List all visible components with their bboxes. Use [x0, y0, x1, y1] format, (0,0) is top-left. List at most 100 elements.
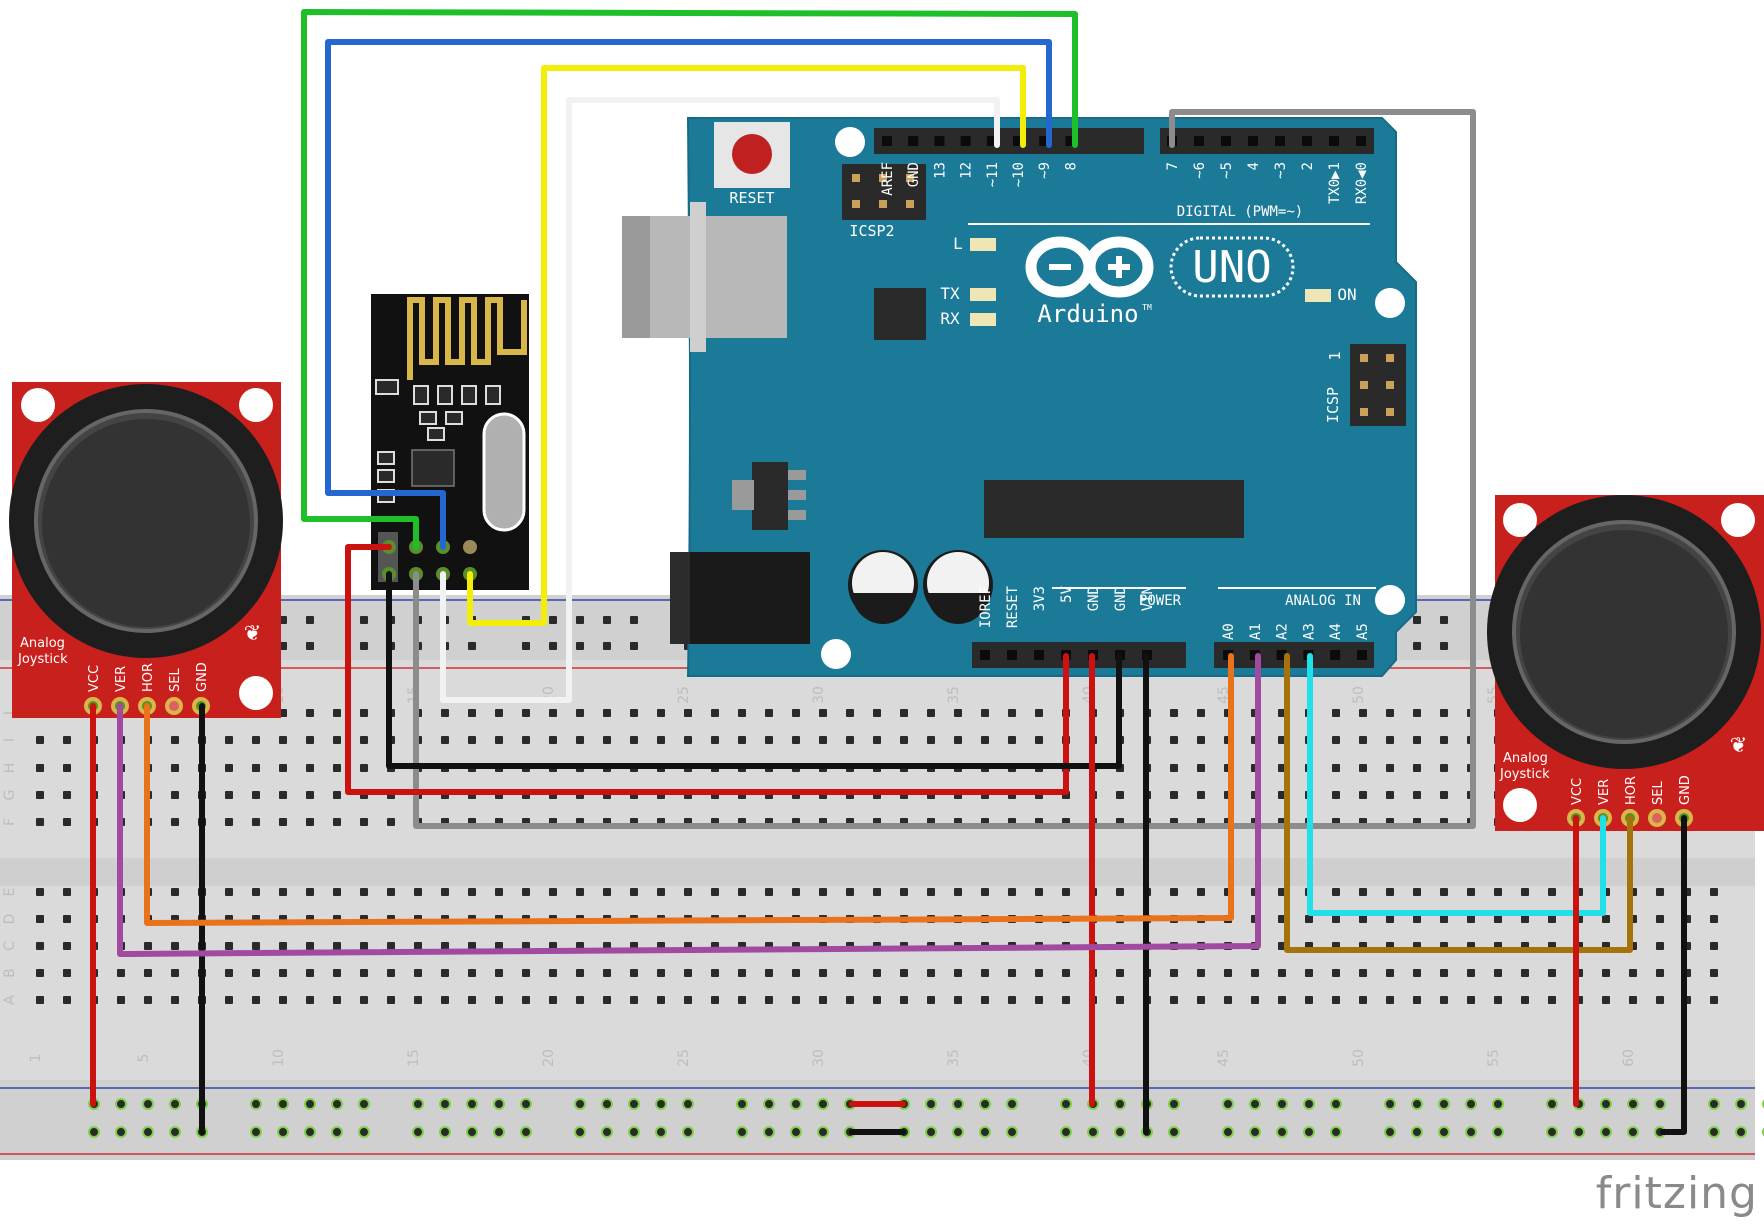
uno-badge [1169, 236, 1295, 298]
fritzing-credit: fritzing [1595, 1168, 1758, 1219]
digital-pin-label: TX0▶1 [1327, 162, 1343, 204]
digital-header-sockets [882, 136, 1366, 146]
row-letter: A [2, 995, 18, 1005]
wire-white [440, 97, 1000, 703]
sparkfun-flame-icon: ❦ [244, 617, 260, 647]
analog-pin-label: A2 [1275, 623, 1291, 640]
wire-black [386, 571, 1122, 769]
row-letter: J [2, 711, 18, 716]
digital-pin-label: 8 [1063, 162, 1079, 170]
icsp-label: ICSP [1324, 387, 1342, 423]
header-socket [1007, 650, 1017, 660]
header-socket [1330, 650, 1341, 660]
analog-header [1214, 642, 1374, 668]
column-number: 30 [811, 686, 827, 704]
power-pin-label: 5V [1059, 585, 1075, 602]
wire-cyan [1307, 653, 1606, 916]
joystick-pin-label: VER [114, 666, 129, 692]
joystick-pin-label: HOR [141, 663, 156, 692]
wire-yellow [467, 65, 1026, 626]
crystal [482, 412, 526, 532]
header-socket [986, 136, 997, 146]
row-letter: E [2, 888, 18, 897]
column-number: 25 [676, 686, 692, 704]
power-header [972, 642, 1186, 668]
digital-pin-label: ~5 [1219, 162, 1235, 179]
led-tx [970, 288, 996, 301]
power-pin-label: VIN [1140, 586, 1156, 611]
brand-name: Arduino [1037, 300, 1138, 328]
joystick-pin-label: SEL [1651, 781, 1666, 805]
row-letter: H [2, 763, 18, 774]
header-socket [934, 136, 945, 146]
header-socket [960, 136, 971, 146]
header-socket [1357, 650, 1367, 660]
usb-controller-chip [874, 288, 926, 340]
joystick-pin-label: VCC [87, 665, 102, 692]
mounting-hole [1375, 288, 1405, 318]
header-socket [882, 136, 892, 146]
icsp-pin1-label: 1 [1326, 351, 1344, 360]
joystick-left-label-line1: Analog [20, 636, 65, 651]
header-socket [1275, 136, 1285, 146]
joystick-pin-label: GND [1678, 775, 1693, 805]
row-letter: C [2, 941, 18, 951]
brand-trademark: TM [1142, 303, 1152, 312]
digital-pin-label: GND [906, 162, 922, 187]
wire-red [345, 544, 1069, 795]
arduino-logo [1025, 236, 1154, 298]
column-number: 1 [28, 1054, 44, 1063]
icsp2-header [842, 164, 926, 220]
icsp2-label: ICSP2 [849, 222, 894, 240]
reset-label: RESET [729, 189, 774, 207]
led-l [970, 238, 996, 251]
icsp-header [1350, 344, 1406, 426]
column-number: 25 [676, 1049, 692, 1067]
power-pin-label: GND [1086, 586, 1102, 611]
mounting-hole [1375, 585, 1405, 615]
header-socket [1039, 136, 1050, 146]
digital-header-right [1160, 128, 1374, 154]
row-letter: B [2, 968, 18, 978]
column-number: 55 [1486, 1049, 1502, 1067]
analog-pin-label: A3 [1301, 623, 1317, 640]
analog-label: ANALOG IN [1285, 593, 1361, 609]
digital-label: DIGITAL (PWM=~) [1177, 204, 1303, 220]
header-socket [1249, 650, 1260, 660]
row-letter: F [2, 818, 18, 826]
joystick-pin-label: SEL [168, 668, 183, 692]
column-number: 60 [1621, 1049, 1637, 1067]
header-socket [1065, 136, 1076, 146]
digital-pin-label: ~9 [1037, 162, 1053, 179]
header-socket [1223, 650, 1233, 660]
digital-pin-label: 13 [932, 162, 948, 179]
joystick-pin-label: HOR [1624, 776, 1639, 805]
analog-pin-label: A0 [1221, 623, 1237, 640]
power-jack [670, 552, 810, 644]
column-number: 5 [136, 1054, 152, 1063]
row-letter: D [2, 914, 18, 925]
wire-gray [413, 109, 1476, 829]
analog-pin-label: A4 [1328, 623, 1344, 640]
wire-purple [117, 653, 1261, 957]
header-socket [1302, 136, 1312, 146]
wire-blue [325, 39, 1052, 550]
analog-pin-label: A1 [1248, 623, 1264, 640]
led-on-label: ON [1337, 285, 1356, 304]
header-socket [1034, 650, 1044, 660]
column-number: 50 [1351, 1049, 1367, 1067]
digital-pin-label: 7 [1165, 162, 1181, 170]
led-on [1305, 289, 1331, 302]
wire-black [1660, 815, 1687, 1135]
column-number: 35 [946, 686, 962, 704]
header-socket [1221, 136, 1231, 146]
mounting-hole [835, 127, 865, 157]
led-l-label: L [953, 234, 963, 253]
joystick-pin-label: VCC [1570, 778, 1585, 805]
header-socket [980, 650, 990, 660]
power-label: POWER [1139, 593, 1182, 609]
